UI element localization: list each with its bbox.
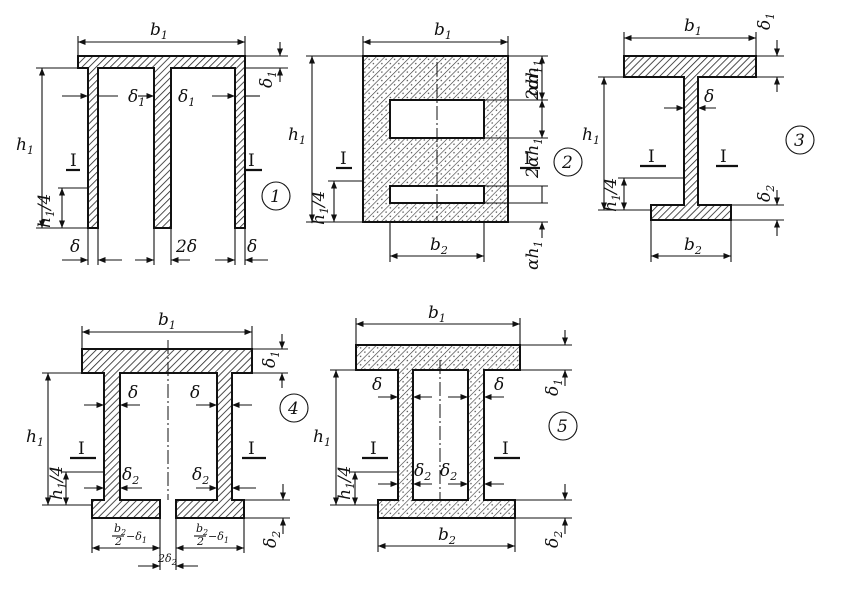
fig1-number: 1 xyxy=(270,187,281,207)
fig5-h1-label: h1 xyxy=(313,427,331,449)
fig5-b1-label: b1 xyxy=(428,303,446,325)
figure-5-section xyxy=(355,344,521,519)
fig2-alpha-h1-top: αh1 xyxy=(523,67,545,96)
fig4-section-right: I xyxy=(248,439,255,459)
fig3-h1-label: h1 xyxy=(582,125,600,147)
fig2-2alpha-h1-a: 2αh1 xyxy=(523,60,545,101)
svg-text:b2: b2 xyxy=(196,522,208,537)
fig4-fraction-right: b2 2 −δ1 xyxy=(194,522,229,548)
fig3-delta1: δ1 xyxy=(755,13,777,30)
fig2-h1-label: h1 xyxy=(288,125,306,147)
figure-4: b1 δ1 h1 h1/4 I I δ δ δ2 δ2 xyxy=(26,310,309,570)
fig1-h1-label: h1 xyxy=(16,135,34,157)
fig5-delta-left: δ xyxy=(372,375,382,395)
svg-text:−δ1: −δ1 xyxy=(208,530,229,545)
fig4-gap-label: 2δ2 xyxy=(157,552,177,567)
fig3-b2-label: b2 xyxy=(684,235,702,257)
fig1-number-circle xyxy=(261,181,291,211)
figure-5: b1 δ1 h1 h1/4 I I δ δ δ2 δ2 xyxy=(313,303,578,552)
fig4-delta2-flange: δ2 xyxy=(261,531,283,548)
fig5-number: 5 xyxy=(557,417,568,437)
fig5-delta2-right: δ2 xyxy=(440,461,457,483)
fig2-section-right: I xyxy=(524,149,531,169)
fig5-delta-right: δ xyxy=(494,375,504,395)
fig2-number: 2 xyxy=(561,153,573,173)
fig4-h14-label: h1/4 xyxy=(47,466,69,501)
fig1-delta1-left: δ1 xyxy=(128,87,145,109)
fig1-delta-mid: 2δ xyxy=(175,237,197,257)
fig5-section-right: I xyxy=(502,439,509,459)
figure-3-section xyxy=(623,55,757,221)
fig1-section-right: I xyxy=(248,151,255,171)
fig3-number: 3 xyxy=(794,131,805,151)
fig2-b1-label: b1 xyxy=(434,20,452,42)
svg-text:b2: b2 xyxy=(114,522,126,537)
fig5-delta2-flange: δ2 xyxy=(543,531,565,548)
fig3-section-left: I xyxy=(648,147,655,167)
figure-1: b1 h1 h1/4 I I δ1 δ1 δ1 xyxy=(16,20,291,265)
svg-text:−δ1: −δ1 xyxy=(126,530,147,545)
figure-3: b1 δ1 h1 h1/4 I I δ δ2 b2 xyxy=(582,13,815,262)
figure-2-section xyxy=(362,55,509,223)
fig5-delta2-left: δ2 xyxy=(414,461,431,483)
figure-4-section xyxy=(81,348,253,519)
fig1-section-left: I xyxy=(70,151,77,171)
fig1-delta1-mid: δ1 xyxy=(178,87,195,109)
fig4-delta-left: δ xyxy=(128,383,138,403)
fig1-delta-right: δ xyxy=(247,237,257,257)
fig1-delta1-right: δ1 xyxy=(257,71,279,88)
fig3-h14-label: h1/4 xyxy=(601,178,623,213)
figure-1-section xyxy=(77,55,246,229)
fig3-section-right: I xyxy=(720,147,727,167)
fig3-b1-label: b1 xyxy=(684,16,702,38)
svg-text:2: 2 xyxy=(196,535,204,548)
fig2-alpha-h1-bottom: αh1 xyxy=(523,241,545,270)
fig4-delta-right: δ xyxy=(190,383,200,403)
fig2-2alpha-h1-b: 2αh1 xyxy=(523,138,545,179)
fig2-h14-label: h1/4 xyxy=(309,191,331,226)
fig5-section-left: I xyxy=(370,439,377,459)
fig2-number-circle xyxy=(553,147,583,177)
figure-2: b1 h1 h1/4 I I αh1 2αh1 2αh1 αh1 b2 xyxy=(288,20,583,270)
fig4-b1-label: b1 xyxy=(158,310,176,332)
fig4-h1-label: h1 xyxy=(26,427,44,449)
fig2-b2-label: b2 xyxy=(430,235,448,257)
fig4-fraction-left: b2 2 −δ1 xyxy=(112,522,147,548)
fig4-section-left: I xyxy=(78,439,85,459)
fig1-delta-left: δ xyxy=(70,237,80,257)
fig4-delta2-left: δ2 xyxy=(122,465,139,487)
fig5-h14-label: h1/4 xyxy=(335,466,357,501)
svg-text:2: 2 xyxy=(114,535,122,548)
fig4-number-circle xyxy=(279,393,309,423)
fig5-b2-label: b2 xyxy=(438,525,456,547)
fig4-delta1: δ1 xyxy=(260,351,282,368)
fig5-number-circle xyxy=(548,411,578,441)
fig4-delta2-right: δ2 xyxy=(192,465,209,487)
fig1-h14-label: h1/4 xyxy=(35,194,57,229)
fig4-number: 4 xyxy=(287,399,299,419)
fig3-delta: δ xyxy=(704,87,714,107)
fig1-b1-label: b1 xyxy=(150,20,168,42)
fig5-delta1: δ1 xyxy=(543,379,565,396)
fig2-section-left: I xyxy=(340,149,347,169)
fig3-number-circle xyxy=(785,125,815,155)
fig3-delta2: δ2 xyxy=(755,185,777,202)
